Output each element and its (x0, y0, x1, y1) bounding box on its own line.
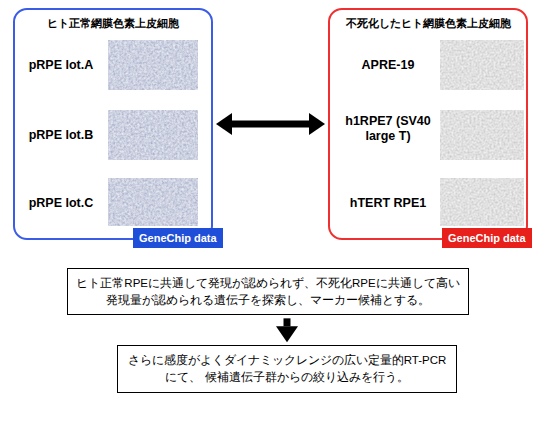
box-text: GeneChip data (139, 232, 217, 244)
group-heading: ヒト正常網膜色素上皮細胞 (15, 10, 211, 31)
arrow-connector (284, 318, 291, 326)
box-text: さらに感度がよくダイナミックレンジの広い定量的RT-PCRにて、 候補遺伝子群か… (126, 352, 448, 385)
sample-label: pRPE lot.B (17, 128, 105, 143)
micrograph (440, 178, 524, 226)
sample-label: APRE-19 (342, 58, 434, 73)
sample-label: pRPE lot.C (17, 196, 105, 211)
data-tag: GeneChip data (133, 228, 223, 248)
sample-label: h1RPE7 (SV40 large T) (342, 114, 434, 144)
arrow-connector (232, 121, 309, 128)
micrograph (108, 110, 198, 160)
process-box: さらに感度がよくダイナミックレンジの広い定量的RT-PCRにて、 候補遺伝子群か… (117, 345, 457, 392)
micrograph (440, 110, 524, 160)
micrograph (108, 178, 198, 226)
micrograph (108, 40, 198, 90)
sample-label: pRPE lot.A (17, 58, 105, 73)
process-box: ヒト正常RPEに共通して発現が認められず、不死化RPEに共通して高い 発現量が認… (67, 268, 469, 315)
micrograph (440, 40, 524, 90)
data-tag: GeneChip data (442, 228, 532, 248)
box-text: ヒト正常RPEに共通して発現が認められず、不死化RPEに共通して高い 発現量が認… (76, 275, 460, 308)
group-heading: 不死化したヒト網膜色素上皮細胞 (330, 10, 526, 31)
box-text: GeneChip data (448, 232, 526, 244)
sample-label: hTERT RPE1 (342, 196, 434, 211)
